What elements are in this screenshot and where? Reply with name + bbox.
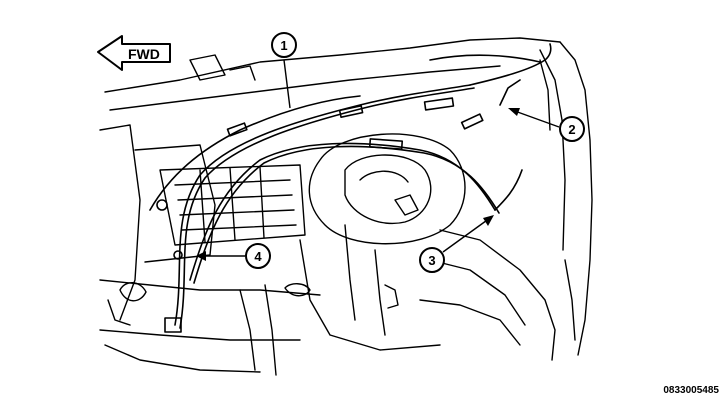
fwd-label: FWD: [128, 46, 160, 62]
cable-routing: [149, 43, 552, 333]
callout-4: 4: [196, 243, 271, 269]
callout-1: 1: [271, 32, 297, 109]
callout-2-number: 2: [568, 122, 575, 137]
callout-2: 2: [508, 108, 585, 142]
callout-3: 3: [419, 215, 494, 273]
vehicle-body-linework: [99, 37, 593, 376]
callout-3-number: 3: [428, 253, 435, 268]
callout-4-number: 4: [254, 249, 262, 264]
figure-id: 0833005485: [663, 385, 719, 396]
callout-1-number: 1: [280, 38, 287, 53]
forward-arrow-icon: FWD: [97, 35, 171, 71]
